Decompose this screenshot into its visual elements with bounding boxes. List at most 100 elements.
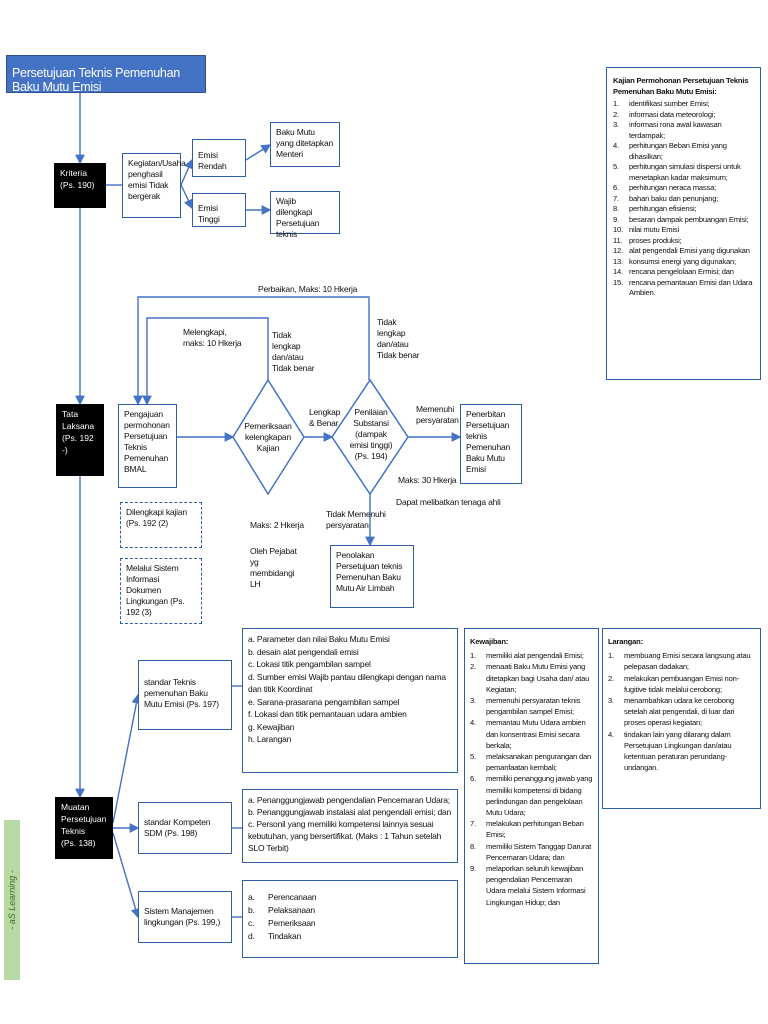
watermark-text: - aS Learning - bbox=[7, 870, 18, 930]
teknis-item: e. Sarana-prasarana pengambilan sampel bbox=[248, 696, 400, 707]
larangan-item: 4.tindakan lain yang dilarang dalam Pers… bbox=[608, 729, 732, 773]
sdm-item: a. Penanggungjawab pengendalian Pencemar… bbox=[248, 795, 450, 805]
label-tidak-lengkap-1: Tidak lengkap dan/atau Tidak benar bbox=[272, 330, 315, 373]
kegiatan-text: Kegiatan/Usaha penghasil emisi Tidak ber… bbox=[128, 158, 186, 201]
penolakan-box: Penolakan Persetujuan teknis Pemenuhan B… bbox=[330, 545, 414, 608]
emisi-rendah-box: Emisi Rendah bbox=[192, 139, 246, 177]
kegiatan-box: Kegiatan/Usaha penghasil emisi Tidak ber… bbox=[122, 153, 186, 218]
pengajuan-text: Pengajuan permohonan Persetujuan Teknis … bbox=[124, 409, 170, 474]
kewajiban-item: 8.memiliki Sistem Tanggap Darurat Pencem… bbox=[470, 841, 592, 862]
arrow-to-standar-teknis bbox=[112, 693, 142, 824]
melalui-text: Melalui Sistem Informasi Dokumen Lingkun… bbox=[126, 563, 185, 617]
label-perbaikan: Perbaikan, Maks: 10 Hkerja bbox=[258, 284, 358, 294]
diamond-pemeriksaan bbox=[232, 378, 305, 496]
melalui-box: Melalui Sistem Informasi Dokumen Lingkun… bbox=[120, 558, 202, 624]
kewajiban-title: Kewajiban: bbox=[470, 637, 509, 646]
kewajiban-item: 2.menaati Baku Mutu Emisi yang ditetapka… bbox=[470, 662, 590, 694]
page-title: Persetujuan Teknis Pemenuhan Baku Mutu E… bbox=[6, 55, 206, 94]
kajian-item: 3.informasi rona awal kawasan terdampak; bbox=[613, 120, 722, 140]
tata-laksana-block: Tata Laksana (Ps. 192 -) bbox=[56, 404, 104, 476]
teknis-item: a. Parameter dan nilai Baku Mutu Emisi bbox=[248, 634, 390, 644]
penerbitan-box: Penerbitan Persetujuan teknis Pemenuhan … bbox=[460, 404, 522, 484]
label-tenaga-ahli: Dapat melibatkan tenaga ahli bbox=[396, 497, 501, 507]
teknis-detail-box: a. Parameter dan nilai Baku Mutu Emisi b… bbox=[242, 628, 458, 773]
sistem-manajemen-text: Sistem Manajemen lingkungan (Ps. 199,) bbox=[144, 906, 221, 927]
kajian-panel: Kajian Permohonan Persetujuan Teknis Pem… bbox=[606, 67, 761, 380]
emisi-rendah-text: Emisi Rendah bbox=[198, 150, 227, 171]
kajian-item: 15.rencana pemantauan Emisi dan Udara Am… bbox=[613, 277, 753, 298]
manajemen-item: b.Pelaksanaan bbox=[248, 905, 315, 915]
standar-teknis-text: standar Teknis pemenuhan Baku Mutu Emisi… bbox=[144, 677, 219, 709]
larangan-list: 1.membuang Emisi secara langsung atau pe… bbox=[608, 650, 755, 773]
kewajiban-panel: Kewajiban: 1.memiliki alat pengendali Em… bbox=[464, 628, 599, 964]
label-maks2: Maks: 2 Hkerja bbox=[250, 520, 304, 530]
watermark-strip: - aS Learning - bbox=[4, 820, 20, 980]
label-tidak-lengkap-2: Tidak lengkap dan/atau Tidak benar bbox=[377, 317, 420, 360]
kajian-list: 1.identifikasi sumber Emisi; 2.informasi… bbox=[613, 99, 754, 299]
larangan-panel: Larangan: 1.membuang Emisi secara langsu… bbox=[602, 628, 761, 809]
larangan-item: 1.membuang Emisi secara langsung atau pe… bbox=[608, 651, 751, 672]
label-pejabat: Oleh Pejabat yg membidangi LH bbox=[250, 546, 297, 589]
larangan-item: 3.menambahkan udara ke cerobong setelah … bbox=[608, 696, 735, 728]
standar-sdm-box: standar Kompeten SDM (Ps. 198) bbox=[138, 802, 232, 854]
larangan-title: Larangan: bbox=[608, 637, 643, 646]
arrow-to-sistem-manajemen bbox=[112, 832, 141, 919]
penerbitan-text: Penerbitan Persetujuan teknis Pemenuhan … bbox=[466, 409, 511, 474]
sdm-detail-box: a. Penanggungjawab pengendalian Pencemar… bbox=[242, 789, 458, 863]
kajian-title: Kajian Permohonan Persetujuan Teknis Pem… bbox=[613, 76, 749, 96]
emisi-tinggi-text: Emisi Tinggi bbox=[198, 203, 220, 224]
teknis-item: g. Kewajiban bbox=[248, 721, 295, 732]
pemeriksaan-text: Pemeriksaan kelengkapan Kajian bbox=[244, 421, 292, 453]
label-melengkapi: Melengkapi, maks: 10 Hkerja bbox=[183, 327, 242, 348]
emisi-tinggi-box: Emisi Tinggi bbox=[192, 193, 246, 227]
kajian-item: 9.besaran dampak pembuangan Emisi; bbox=[613, 214, 749, 224]
standar-sdm-text: standar Kompeten SDM (Ps. 198) bbox=[144, 817, 211, 838]
kriteria-ref: (Ps. 190) bbox=[60, 180, 95, 190]
arrow-to-baku-mutu bbox=[245, 144, 272, 161]
kajian-item: 8.perhitungan efisiensi; bbox=[613, 204, 697, 213]
arrow-to-emisi-tinggi bbox=[180, 184, 193, 210]
kajian-item: 7.bahan baku dan penunjang; bbox=[613, 193, 719, 203]
tata-laksana-label: Tata Laksana bbox=[62, 409, 95, 431]
teknis-item: h. Larangan bbox=[248, 734, 292, 744]
baku-mutu-box: Baku Mutu yang ditetapkan Menteri bbox=[270, 122, 340, 167]
manajemen-detail-box: a.Perencanaan b.Pelaksanaan c.Pemeriksaa… bbox=[242, 880, 458, 958]
kajian-item: 11.proses produksi; bbox=[613, 235, 682, 245]
manajemen-item: d.Tindakan bbox=[248, 931, 302, 941]
kewajiban-list: 1.memiliki alat pengendali Emisi; 2.mena… bbox=[470, 650, 593, 908]
kewajiban-item: 3.memenuhi persyaratan teknis pengambila… bbox=[470, 696, 581, 717]
arrow-melengkapi-loop bbox=[142, 317, 269, 406]
arrow-to-emisi-rendah bbox=[180, 158, 194, 186]
label-tidak-memenuhi: Tidak Memenuhi persyaratan bbox=[326, 509, 386, 530]
dilengkapi-text: Dilengkapi kajian (Ps. 192 (2) bbox=[126, 507, 187, 528]
penilaian-text: Penilaian Substansi (dampak emisi tinggi… bbox=[349, 407, 393, 461]
manajemen-item: c.Pemeriksaan bbox=[248, 918, 316, 928]
sdm-item: c. Personil yang memiliki kompetensi lai… bbox=[248, 819, 442, 853]
pengajuan-box: Pengajuan permohonan Persetujuan Teknis … bbox=[118, 404, 177, 488]
kewajiban-item: 4.memantau Mutu Udara ambien dan konsent… bbox=[470, 718, 586, 750]
wajib-text: Wajib dilengkapi Persetujuan teknis bbox=[276, 196, 320, 239]
kewajiban-item: 7.melakukan perhitungan Beban Emisi; bbox=[470, 819, 584, 840]
manajemen-item: a.Perencanaan bbox=[248, 892, 317, 902]
label-maks30: Maks: 30 Hkerja bbox=[398, 475, 457, 485]
dilengkapi-box: Dilengkapi kajian (Ps. 192 (2) bbox=[120, 502, 202, 548]
sistem-manajemen-box: Sistem Manajemen lingkungan (Ps. 199,) bbox=[138, 891, 232, 943]
kewajiban-item: 6.memiliki penanggung jawab yang memilik… bbox=[470, 774, 593, 818]
tata-laksana-ref: (Ps. 192 -) bbox=[62, 433, 94, 455]
baku-mutu-text: Baku Mutu yang ditetapkan Menteri bbox=[276, 127, 334, 159]
muatan-label: Muatan Persetujuan Teknis bbox=[61, 802, 107, 836]
penolakan-text: Penolakan Persetujuan teknis Pemenuhan B… bbox=[336, 550, 403, 593]
kewajiban-item: 1.memiliki alat pengendali Emisi; bbox=[470, 651, 584, 661]
kajian-item: 1.identifikasi sumber Emisi; bbox=[613, 99, 710, 108]
kajian-item: 14.rencana pengelolaan Ermisi; dan bbox=[613, 267, 734, 276]
kriteria-block: Kriteria (Ps. 190) bbox=[54, 163, 106, 208]
muatan-block: Muatan Persetujuan Teknis (Ps. 138) bbox=[55, 797, 113, 859]
larangan-item: 2.melakukan pembuangan Emisi non-fugitiv… bbox=[608, 673, 739, 694]
teknis-item: b. desain alat pengendali emisi bbox=[248, 646, 359, 657]
kajian-item: 6.perhitungan neraca massa; bbox=[613, 183, 717, 192]
label-memenuhi: Memenuhi persyaratan bbox=[416, 404, 459, 425]
kajian-item: 5.perhitungan simulasi dispersi untuk me… bbox=[613, 162, 741, 182]
label-lengkap: Lengkap & Benar bbox=[309, 407, 341, 428]
kewajiban-item: 9.melaporkan seluruh kewajiban pengendal… bbox=[470, 864, 586, 907]
